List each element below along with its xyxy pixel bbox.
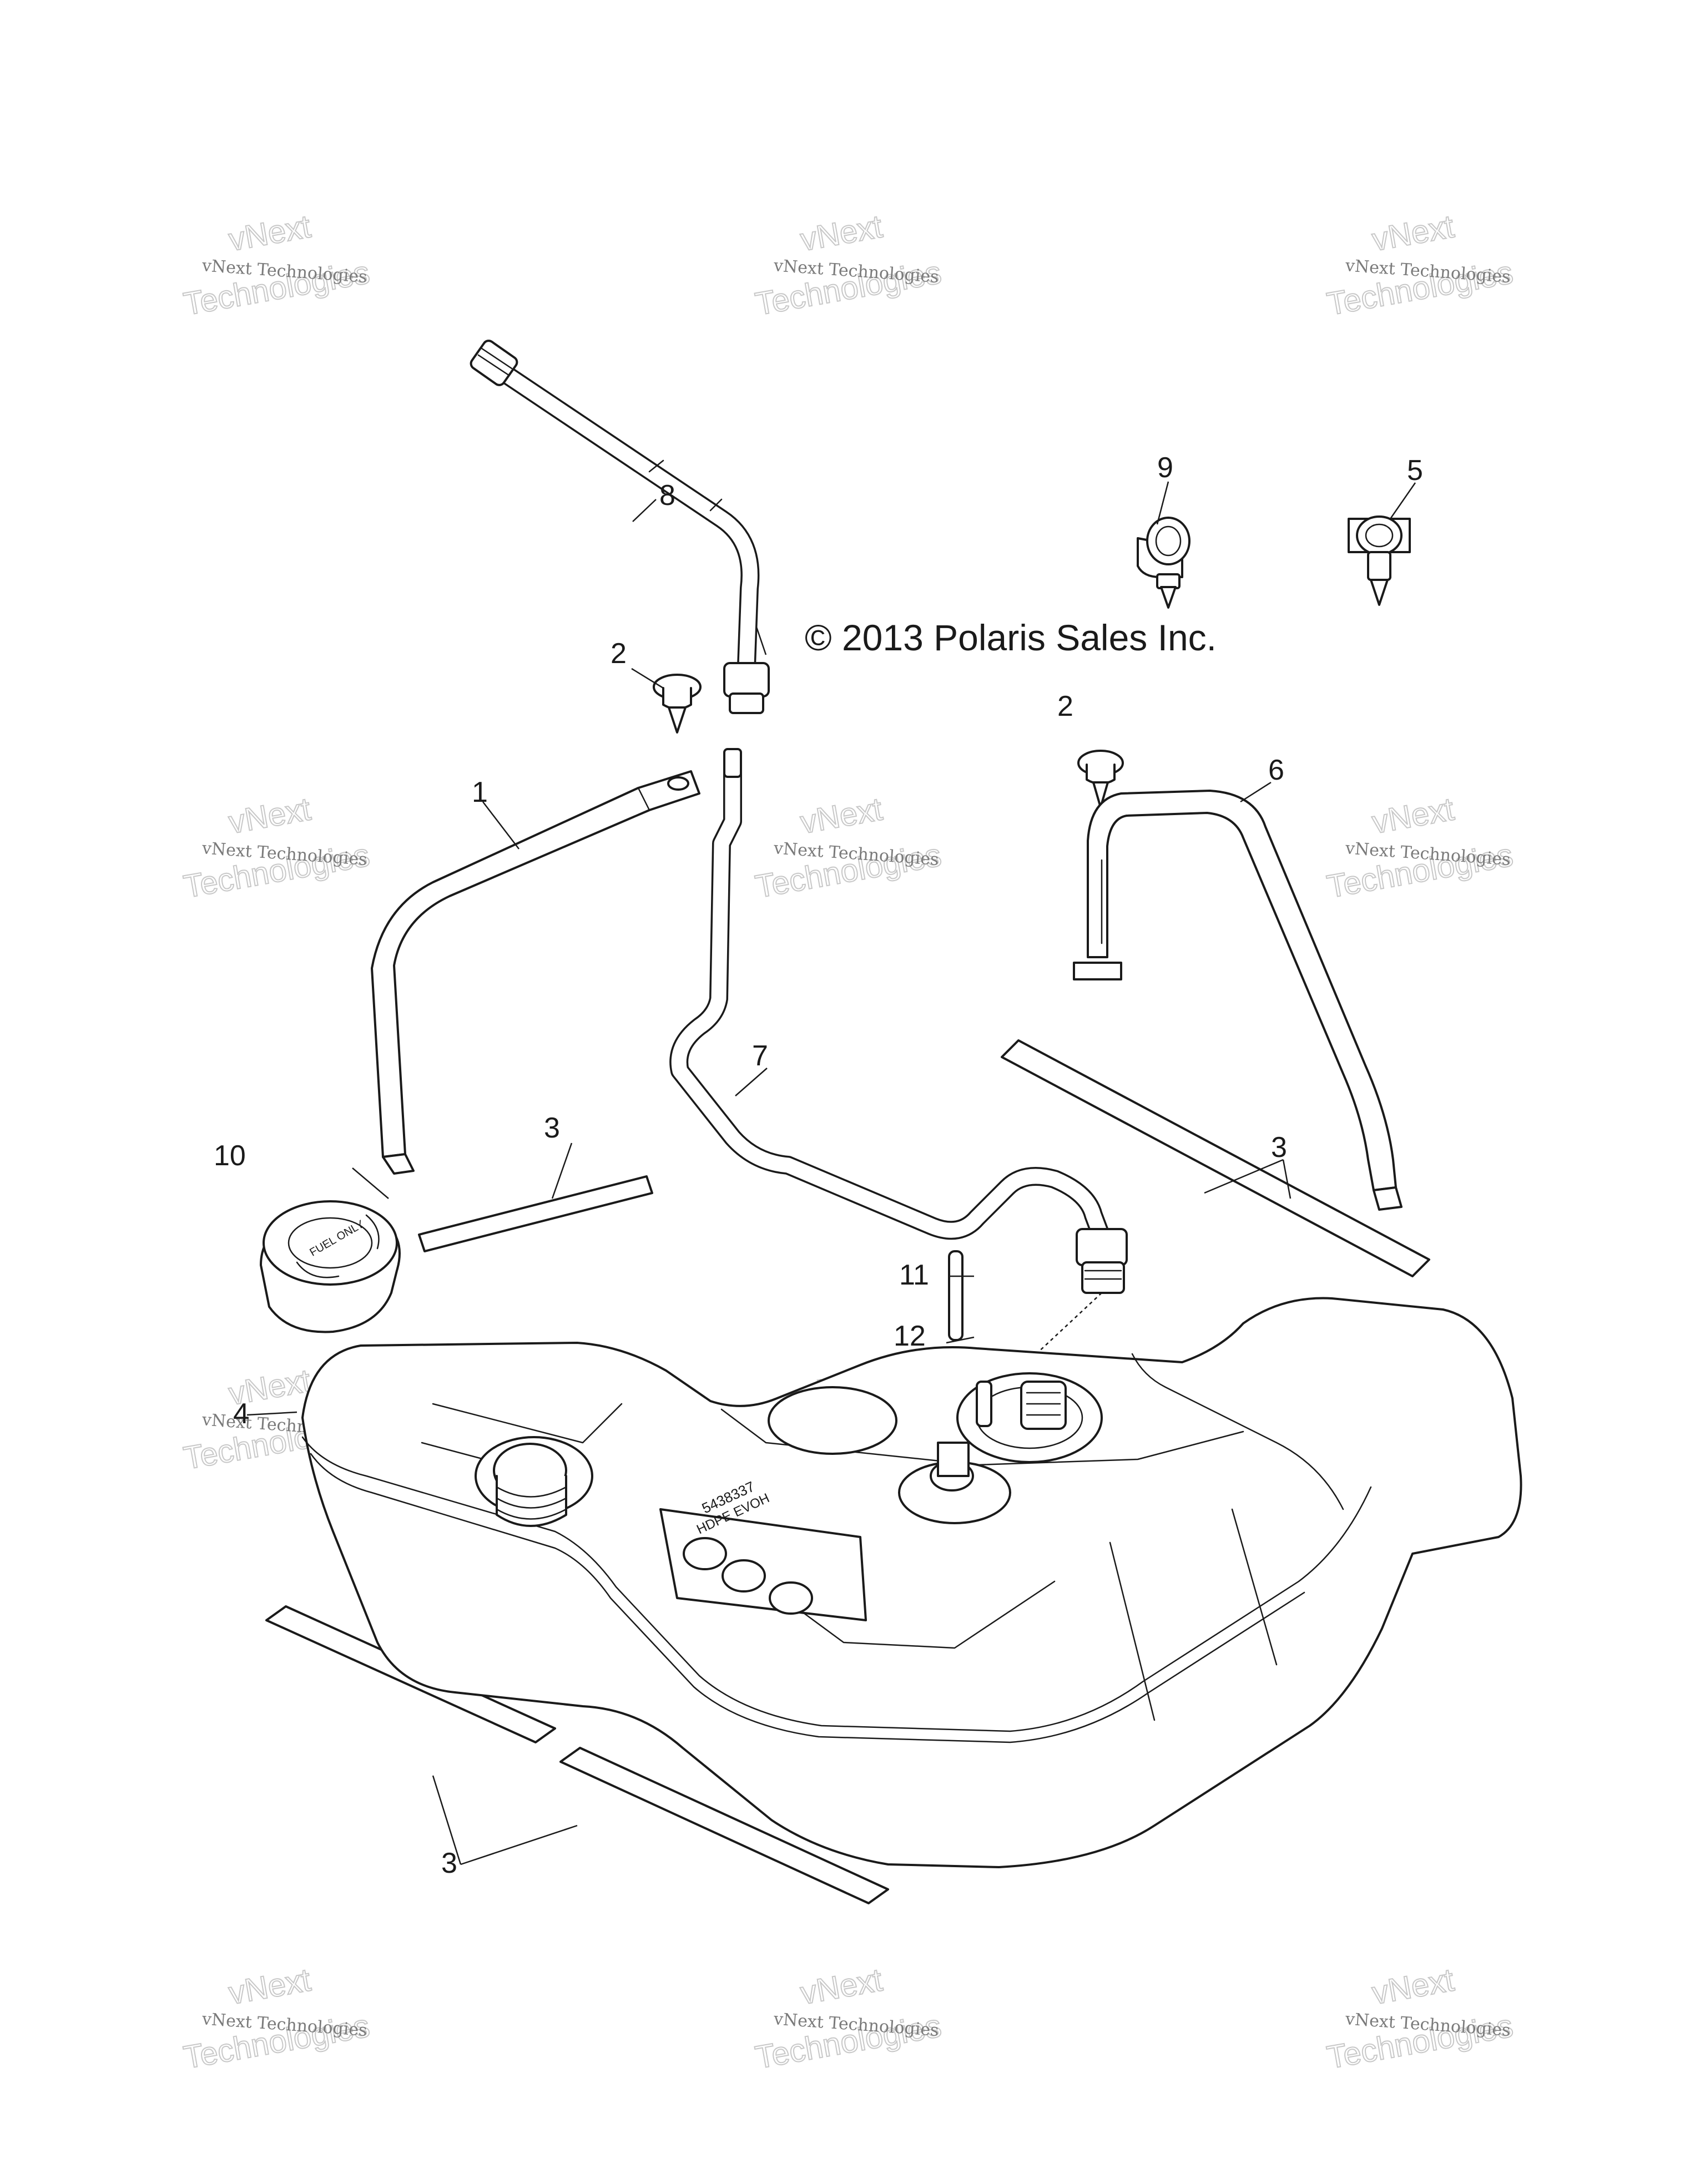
- callout-8: 8: [659, 479, 675, 512]
- watermark-line-vnext: vNext: [798, 208, 885, 258]
- part-3-pad-upper-right: [1001, 1039, 1430, 1277]
- watermark-line-vnext: vNext: [1369, 791, 1456, 841]
- callout-3-upper-right: 3: [1271, 1131, 1287, 1164]
- part-9-hose-clip: [1137, 517, 1191, 609]
- part-3-pad-upper-left: [418, 1175, 653, 1252]
- part-8-fuel-hose-upper: [470, 340, 770, 714]
- callout-2-right: 2: [1057, 690, 1073, 722]
- part-4-fuel-tank: 5438337 HDPE EVOH: [301, 1297, 1522, 1868]
- watermark-line-vnext: vNext: [226, 208, 313, 258]
- callout-7: 7: [752, 1040, 768, 1072]
- callout-labels: 1 2 2 3 3 3 4 5 6 7 8 9 10 11 12: [214, 452, 1423, 1879]
- watermark-line-vnext: vNext: [226, 1961, 313, 2011]
- callout-4: 4: [233, 1398, 249, 1430]
- callout-6: 6: [1268, 754, 1284, 786]
- watermark-line-vnext: vNext: [226, 791, 313, 841]
- callout-3-upper-left: 3: [544, 1112, 560, 1144]
- callout-10: 10: [214, 1140, 246, 1172]
- watermark-line-vnext: vNext: [1369, 208, 1456, 258]
- part-6-tank-strap-right: [1073, 790, 1403, 1211]
- callout-1: 1: [472, 776, 488, 808]
- callout-11: 11: [899, 1259, 929, 1291]
- watermark-line-vnext: vNext: [1369, 1961, 1456, 2011]
- callout-5: 5: [1407, 454, 1423, 487]
- part-10-fuel-cap: FUEL ONLY: [260, 1200, 401, 1333]
- part-2-push-rivet-right: [1077, 750, 1124, 808]
- watermark-line-vnext: vNext: [798, 1961, 885, 2011]
- part-2-push-rivet-left: [653, 674, 702, 734]
- watermark-line-vnext: vNext: [798, 791, 885, 841]
- part-1-tank-strap-left: [371, 770, 700, 1175]
- callout-3-lower: 3: [441, 1847, 457, 1879]
- callout-9: 9: [1157, 452, 1173, 484]
- callout-2-left: 2: [611, 638, 627, 670]
- part-3-pad-lower-middle: [559, 1747, 889, 1904]
- part-7-fuel-hose-lower: [669, 748, 1128, 1294]
- part-11-tube: [948, 1250, 964, 1341]
- callout-leaders: [246, 481, 1416, 1866]
- copyright-text: © 2013 Polaris Sales Inc.: [805, 617, 1217, 658]
- part-5-hose-clip: [1348, 515, 1411, 606]
- callout-12: 12: [894, 1320, 926, 1352]
